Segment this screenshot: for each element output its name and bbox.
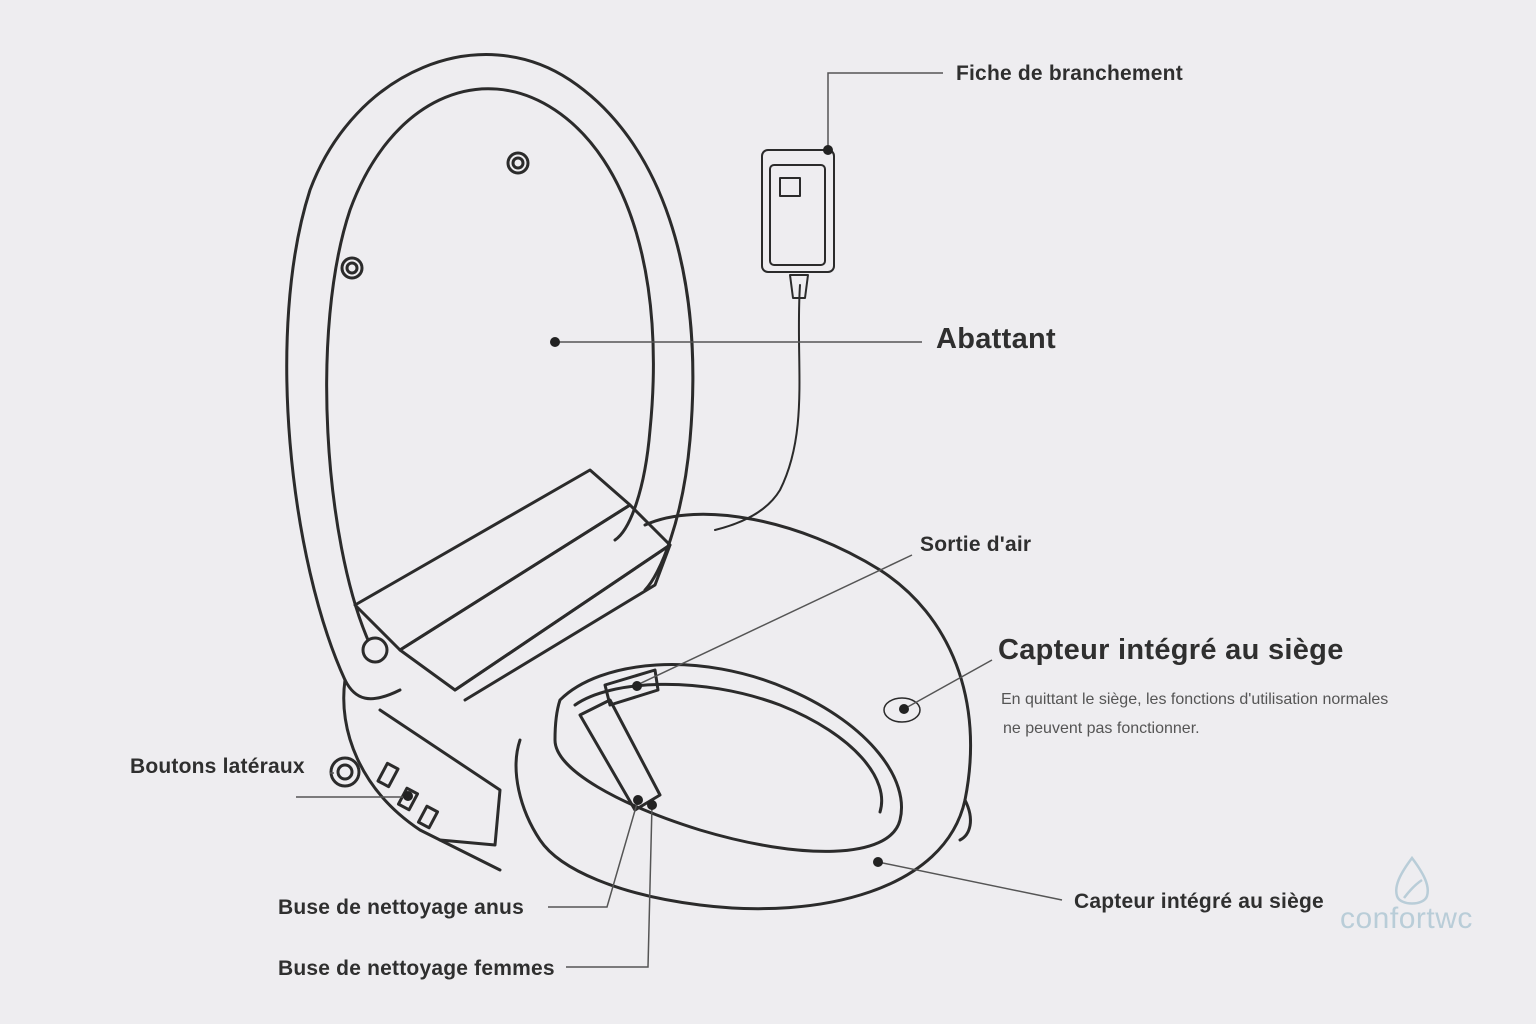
nozzle-women-label: Buse de nettoyage femmes (278, 957, 555, 980)
hinge-block (353, 468, 672, 702)
side-knob (329, 756, 361, 788)
brand-logo-text: confortwc (1340, 902, 1473, 935)
nozzle-anus-label: Buse de nettoyage anus (278, 896, 524, 919)
bidet-body (342, 678, 502, 872)
nozzle-assembly (578, 668, 662, 812)
seat-sensor-bottom-label: Capteur intégré au siège (1074, 890, 1324, 913)
leader-lines (296, 72, 1063, 968)
seat-sensor-ring (883, 697, 921, 723)
wall-plug (761, 149, 835, 299)
seat-sensor-desc-line2: ne peuvent pas fonctionner. (1003, 720, 1200, 737)
air-outlet-label: Sortie d'air (920, 533, 1032, 556)
water-drop-leaf-icon (1395, 855, 1429, 905)
power-cable (714, 284, 801, 531)
seat-sensor-title: Capteur intégré au siège (998, 634, 1344, 666)
side-buttons (376, 761, 440, 830)
leader-dots (403, 145, 909, 867)
seat-sensor-desc-line1: En quittant le siège, les fonctions d'ut… (1001, 691, 1389, 708)
side-buttons-label: Boutons latéraux (130, 755, 305, 778)
seat-ring (514, 512, 973, 911)
lid-label: Abattant (936, 323, 1056, 355)
plug-label: Fiche de branchement (956, 62, 1183, 85)
lid-bumpers (340, 151, 530, 280)
lid-outline (285, 53, 695, 682)
